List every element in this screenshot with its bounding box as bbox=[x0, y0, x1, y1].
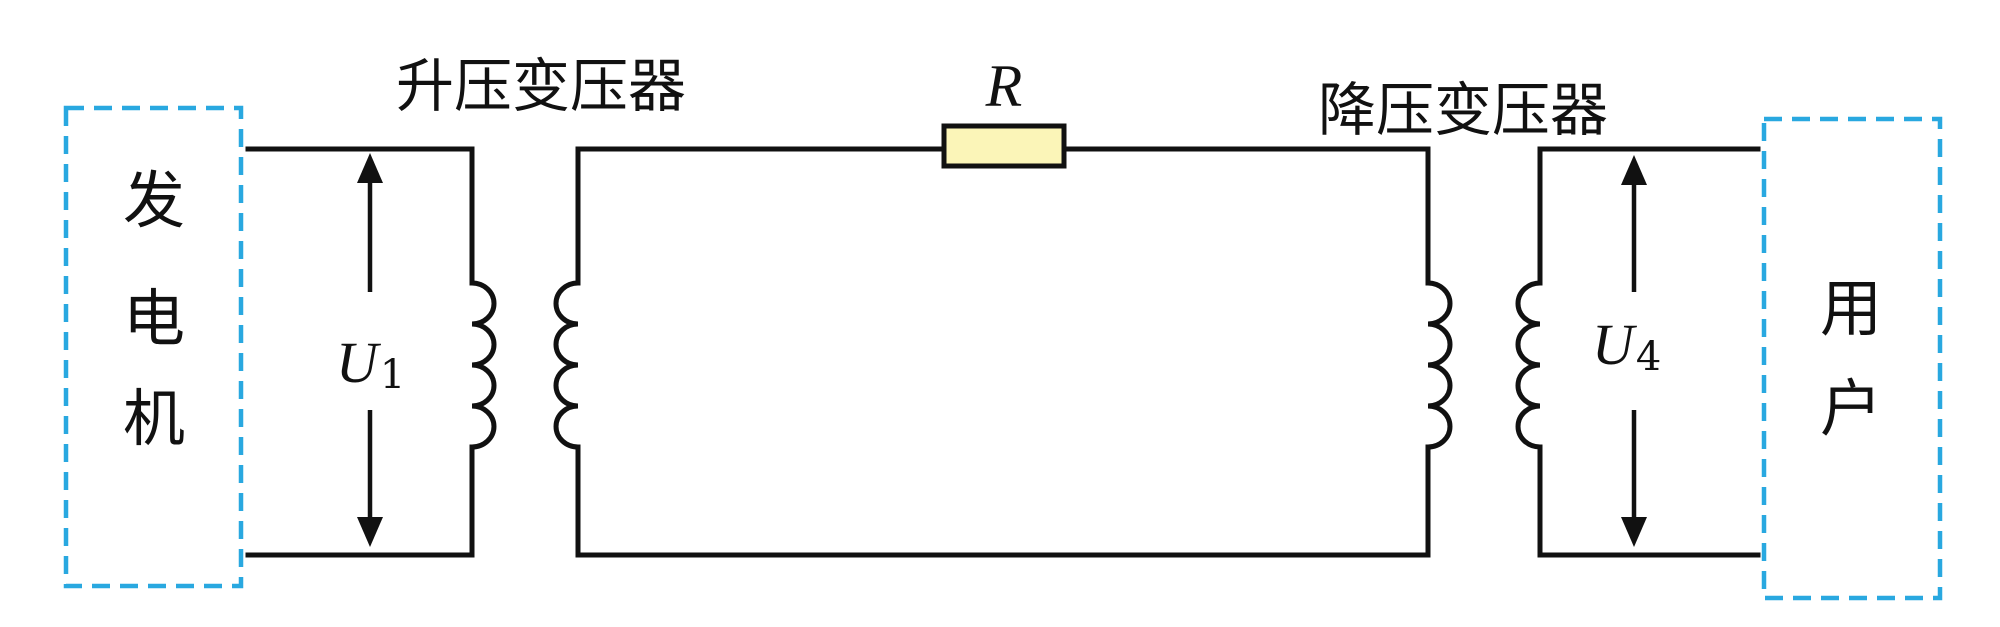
generator-label-1: 发 bbox=[123, 164, 185, 237]
primary-wire-left bbox=[245, 146, 475, 558]
u4-arrow-down-head bbox=[1621, 517, 1647, 547]
transmission-wire bbox=[575, 146, 1431, 558]
generator-label-2: 电 bbox=[123, 282, 185, 355]
generator-box bbox=[63, 105, 244, 589]
user-label-2: 户 bbox=[1820, 372, 1882, 445]
secondary-wire-right bbox=[1537, 146, 1761, 558]
u4-label: U4 bbox=[1592, 312, 1661, 380]
step-up-transformer-label: 升压变压器 bbox=[396, 52, 686, 120]
resistor bbox=[941, 123, 1067, 169]
u1-label: U1 bbox=[336, 330, 405, 398]
generator-label-3: 机 bbox=[123, 382, 185, 455]
secondary-coil-step-down bbox=[1515, 280, 1541, 450]
user-label-1: 用 bbox=[1820, 272, 1882, 345]
user-box bbox=[1761, 116, 1943, 601]
primary-coil-step-down bbox=[1427, 280, 1453, 450]
secondary-coil-step-up bbox=[553, 280, 579, 450]
primary-coil-left bbox=[471, 280, 497, 450]
step-down-transformer-label: 降压变压器 bbox=[1318, 76, 1608, 144]
resistor-label: R bbox=[985, 53, 1023, 119]
u1-arrow-down-head bbox=[357, 517, 383, 547]
u4-arrow-up-head bbox=[1621, 155, 1647, 185]
u1-arrow-up-head bbox=[357, 153, 383, 183]
